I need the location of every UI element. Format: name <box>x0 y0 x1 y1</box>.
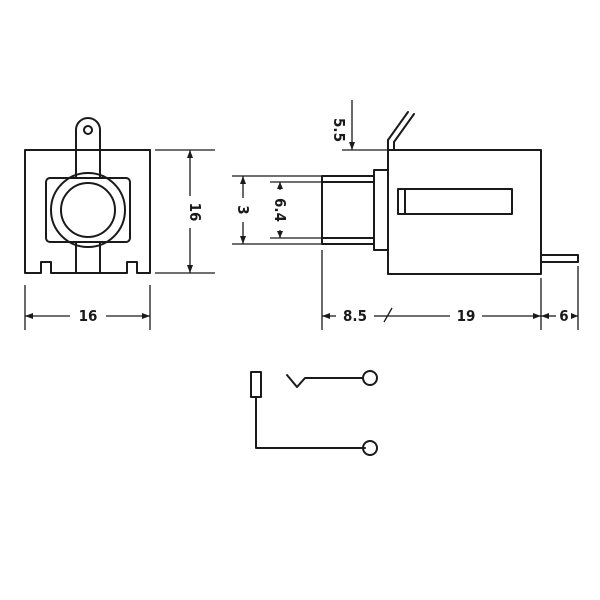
front-width-arrow-right <box>142 313 150 319</box>
inner-dia-arrow-bottom <box>240 236 246 244</box>
front-body-outline <box>24 149 151 274</box>
side-bushing <box>321 175 375 245</box>
pin-length-arrow-left <box>541 313 549 319</box>
outer-dia-arrow-bottom <box>277 231 283 238</box>
side-inner-slot <box>397 188 513 215</box>
bush-length-label: 8.5 <box>343 307 367 325</box>
front-width-label: 16 <box>79 307 98 325</box>
front-socket-bore <box>60 182 116 238</box>
front-top-lug <box>75 117 101 151</box>
front-height-arrow-top <box>187 150 193 158</box>
front-width-arrow-left <box>25 313 33 319</box>
inner-dia-label: 3 <box>234 205 252 214</box>
side-rear-pin <box>540 254 579 263</box>
pin-height-arrow <box>349 142 355 150</box>
side-view <box>321 111 579 275</box>
body-length-label: 19 <box>457 307 476 325</box>
side-top-terminal-edge <box>393 113 415 151</box>
schematic-tip-spring <box>286 374 364 388</box>
bush-length-arrow <box>322 313 330 319</box>
outer-dia-arrow-top <box>277 182 283 189</box>
front-height-label: 16 <box>186 203 204 222</box>
body-length-arrow <box>533 313 541 319</box>
front-dimensions: 16 16 <box>24 149 215 330</box>
schematic-plug-sleeve <box>250 371 262 398</box>
tick-bush-body <box>383 307 393 323</box>
inner-dia-arrow-top <box>240 176 246 184</box>
schematic-symbol <box>250 370 378 456</box>
front-lug-hole <box>83 125 93 135</box>
side-dimensions: 5.5 3 6.4 8.5 19 <box>232 100 579 330</box>
front-socket-outer-ring <box>50 172 126 248</box>
schematic-ground-lead <box>255 396 366 449</box>
outer-dia-label: 6.4 <box>271 198 289 222</box>
pin-height-label: 5.5 <box>330 118 348 142</box>
schematic-terminal-tip <box>362 370 378 386</box>
schematic-terminal-sleeve <box>362 440 378 456</box>
front-view <box>24 117 151 274</box>
side-top-terminal <box>387 111 409 151</box>
side-flange <box>373 169 389 251</box>
side-body <box>387 149 542 275</box>
front-socket-flange <box>45 177 131 243</box>
pin-length-label: 6 <box>559 307 568 325</box>
front-height-arrow-bottom <box>187 265 193 273</box>
pin-length-arrow-right <box>571 313 578 319</box>
